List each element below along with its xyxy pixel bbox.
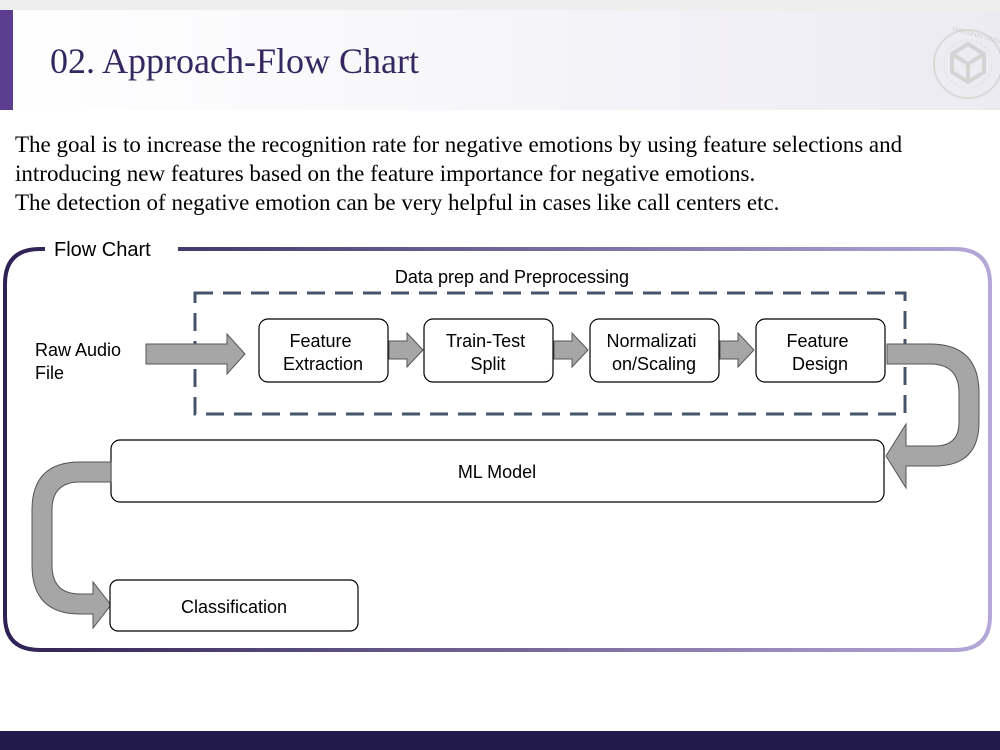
intro-paragraph: The goal is to increase the recognition … <box>15 130 990 217</box>
step-label: Train-Test Split <box>446 331 530 374</box>
step-feature-design <box>755 318 886 383</box>
raw-audio-label: Raw Audio File <box>35 340 126 383</box>
step-label: Feature Extraction <box>283 331 363 374</box>
ml-model-label: ML Model <box>458 462 536 482</box>
university-seal-logo: HANSHIN UNIVE <box>933 26 1000 99</box>
slide-footer-bar <box>0 731 1000 750</box>
arrow-split-to-normalization <box>553 331 589 369</box>
header-top-strip <box>0 0 1000 10</box>
flow-chart-label: Flow Chart <box>54 239 151 261</box>
classification-label: Classification <box>181 597 287 617</box>
step-train-test-split <box>423 318 554 383</box>
header-accent-bar <box>0 10 13 110</box>
group-label: Data prep and Preprocessing <box>395 267 629 287</box>
flow-chart-diagram: Flow Chart Data prep and Preprocessing R… <box>3 239 992 652</box>
classification-box <box>109 579 359 632</box>
arrow-extraction-to-split <box>388 331 424 369</box>
intro-line: The detection of negative emotion can be… <box>15 190 780 215</box>
step-label: Feature Design <box>786 331 853 374</box>
slide-header <box>0 10 1000 110</box>
arrow-normalization-to-design <box>719 331 755 369</box>
arrow-raw-to-extraction <box>145 332 246 376</box>
flow-chart-frame <box>3 247 992 652</box>
intro-line: introducing new features based on the fe… <box>15 161 756 186</box>
step-normalization-scaling <box>589 318 720 383</box>
step-label: Normalizati on/Scaling <box>606 331 701 374</box>
arrow-design-to-model <box>885 343 980 490</box>
step-feature-extraction <box>258 318 389 383</box>
slide-title: 02. Approach-Flow Chart <box>50 41 419 81</box>
svg-text:HANSHIN UNIVE: HANSHIN UNIVE <box>952 26 1000 47</box>
intro-line: The goal is to increase the recognition … <box>15 132 903 157</box>
arrow-model-to-classification <box>31 461 112 630</box>
